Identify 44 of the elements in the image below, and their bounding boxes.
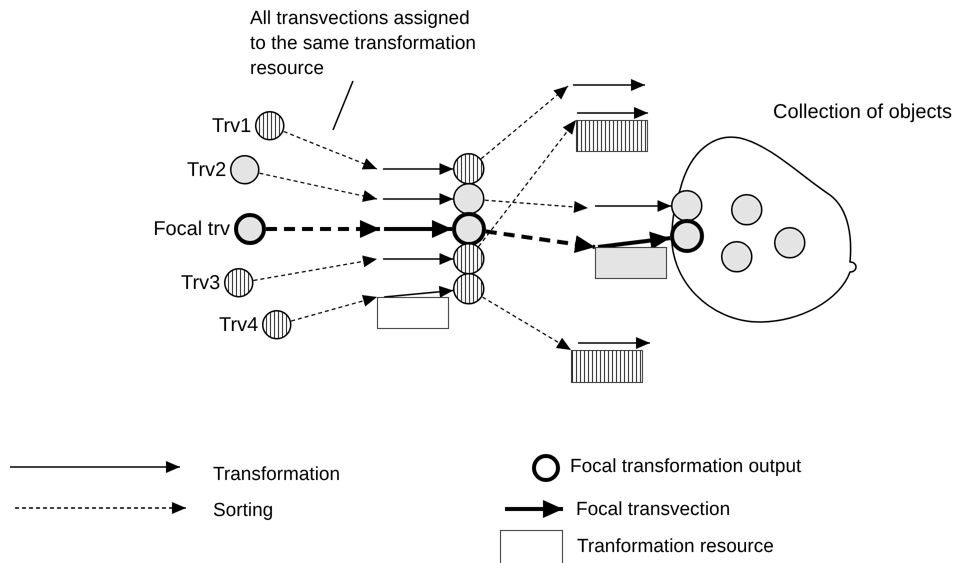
- resource-box: [377, 297, 449, 329]
- transformation-arrow: [598, 232, 670, 250]
- sorting-arrow: [259, 172, 378, 202]
- bold-circle: [452, 212, 486, 246]
- sorting-arrow: [480, 86, 568, 160]
- leader-line: [332, 80, 354, 130]
- transformation-arrow: [595, 200, 672, 212]
- sorting-arrow: [291, 295, 378, 322]
- sorting-arrow: [253, 256, 378, 282]
- node-label: Trv4: [218, 314, 258, 336]
- node-label: Trv1: [212, 114, 252, 138]
- shaded-circle: [731, 194, 763, 226]
- transformation-arrow: [383, 193, 454, 205]
- sorting-arrow: [484, 200, 588, 213]
- node-label: Focal trv: [153, 218, 230, 240]
- legend-label: Tranformation resource: [577, 536, 774, 558]
- hatched-circle: [453, 273, 485, 305]
- sorting-arrow: [266, 220, 380, 238]
- resource-box: [571, 350, 643, 383]
- sorting-arrow: [486, 229, 596, 254]
- collection-heading: Collection of objects: [773, 101, 952, 124]
- transformation-arrow: [383, 163, 454, 175]
- resource-box: [595, 247, 667, 279]
- legend-label: Focal transvection: [576, 499, 730, 521]
- shaded-circle: [453, 183, 485, 215]
- sorting-arrow: [478, 120, 576, 247]
- hatched-circle: [453, 153, 485, 185]
- legend-label: Sorting: [213, 500, 274, 522]
- node-label: Trv3: [180, 272, 220, 294]
- resource-box: [576, 120, 648, 152]
- bold-circle: [670, 219, 704, 253]
- legend-label: Transformation: [213, 464, 340, 486]
- sorting-arrow: [482, 296, 572, 351]
- legend-label: Focal transformation output: [570, 456, 802, 478]
- transformation-arrow: [383, 253, 454, 265]
- sorting-arrow: [283, 130, 378, 170]
- hatched-circle: [453, 243, 485, 275]
- shaded-circle: [671, 190, 703, 222]
- shaded-circle: [774, 227, 806, 259]
- shaded-circle: [721, 241, 753, 273]
- transformation-arrow: [384, 286, 454, 298]
- annotation-text: All transvections assigned to the same transformation resource: [250, 6, 482, 81]
- transformation-arrow: [384, 220, 452, 238]
- node-label: Trv2: [186, 158, 226, 182]
